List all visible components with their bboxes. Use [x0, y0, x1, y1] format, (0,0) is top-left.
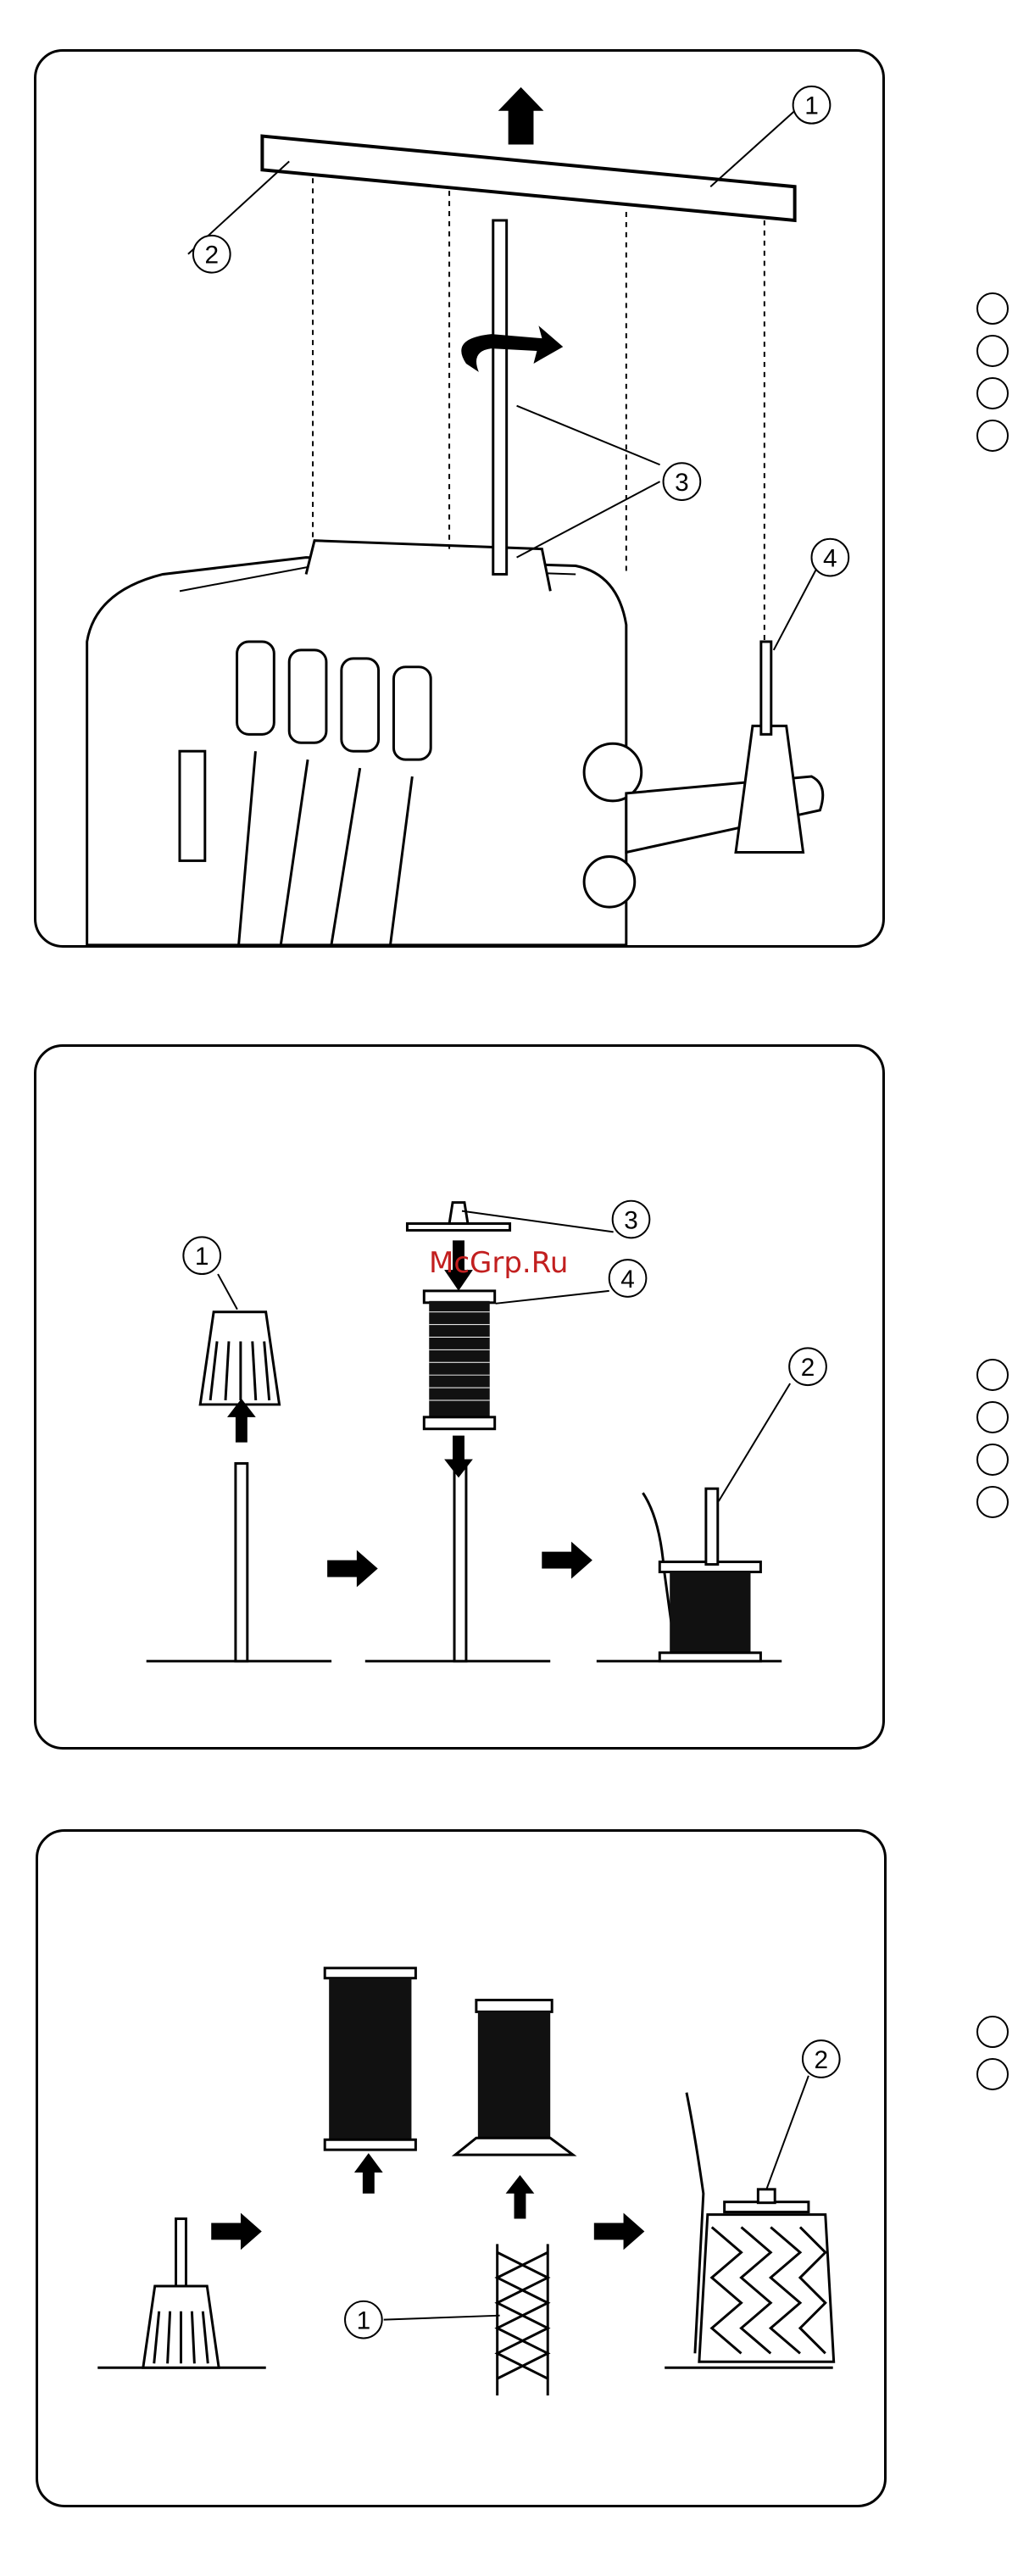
marker-circle [976, 377, 1009, 409]
marker-circle [976, 335, 1009, 367]
side-markers-2 [976, 1359, 1009, 1528]
spool-cap-illustration: 1 2 3 4 [36, 1047, 882, 1747]
panel-thread-stand: 1 2 3 4 [34, 49, 885, 948]
callout-1: 1 [804, 92, 819, 120]
marker-circle [976, 2016, 1009, 2048]
marker-circle [976, 292, 1009, 325]
arrow-right-icon [327, 1550, 378, 1588]
callout-3: 3 [624, 1206, 638, 1234]
callout-1: 1 [357, 2307, 371, 2335]
arrow-right-icon [542, 1542, 592, 1579]
watermark: McGrp.Ru [429, 1246, 568, 1280]
marker-circle [976, 2058, 1009, 2090]
panel-spool-cap: 1 2 3 4 [34, 1044, 885, 1750]
marker-circle [976, 1401, 1009, 1433]
callout-4: 4 [823, 545, 837, 573]
thread-net [498, 2244, 548, 2395]
side-markers-3 [976, 2016, 1009, 2100]
callout-2: 2 [801, 1354, 815, 1382]
arrow-right-icon [594, 2213, 645, 2251]
rotate-arrow-icon [461, 325, 563, 372]
callout-1: 1 [195, 1243, 209, 1271]
callout-2: 2 [204, 242, 219, 270]
marker-circle [976, 1444, 1009, 1476]
marker-circle [976, 1359, 1009, 1391]
arrow-up-icon [506, 2175, 535, 2219]
marker-circle [976, 1486, 1009, 1518]
thread-stand-illustration: 1 2 3 4 [36, 52, 882, 945]
thread-net-illustration: 1 2 [38, 1832, 884, 2505]
callout-3: 3 [675, 469, 689, 497]
arrow-right-icon [211, 2213, 262, 2251]
callout-2: 2 [815, 2046, 829, 2074]
marker-circle [976, 420, 1009, 452]
callout-4: 4 [620, 1266, 635, 1294]
arrow-up-icon [498, 87, 544, 145]
arrow-down-icon [444, 1436, 473, 1478]
arrow-up-icon [354, 2153, 383, 2194]
side-markers-1 [976, 292, 1009, 462]
panel-thread-net: 1 2 [36, 1829, 887, 2507]
